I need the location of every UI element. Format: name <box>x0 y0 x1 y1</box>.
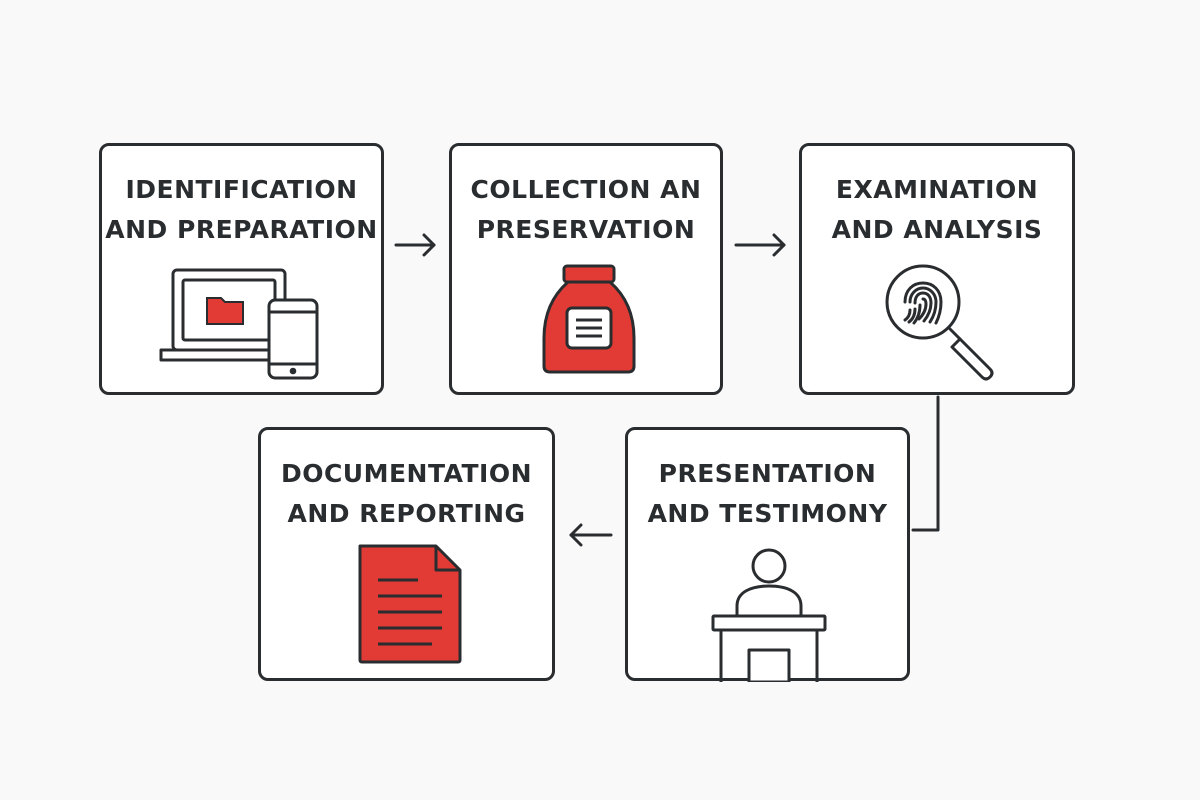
step-collection-preservation: COLLECTION AN PRESERVATION <box>449 143 723 395</box>
step-identification-preparation: IDENTIFICATION AND PREPARATION <box>99 143 384 395</box>
evidence-bag-icon <box>542 264 636 374</box>
step-title: PRESENTATION AND TESTIMONY <box>647 459 888 528</box>
step-title: DOCUMENTATION AND REPORTING <box>280 459 533 528</box>
step-examination-analysis: EXAMINATION AND ANALYSIS <box>799 143 1075 395</box>
arrow-1-to-2 <box>394 233 436 257</box>
step-presentation-testimony: PRESENTATION AND TESTIMONY <box>625 427 910 682</box>
step-title: EXAMINATION AND ANALYSIS <box>831 175 1043 244</box>
connector-3-to-4 <box>911 395 940 532</box>
witness-stand-icon <box>711 548 827 682</box>
step-title: COLLECTION AN PRESERVATION <box>470 175 702 244</box>
step-title: IDENTIFICATION AND PREPARATION <box>105 175 378 244</box>
report-document-icon <box>358 544 462 664</box>
laptop-phone-folder-icon <box>159 268 319 380</box>
fingerprint-magnifier-icon <box>885 264 994 381</box>
arrow-2-to-3 <box>734 233 786 257</box>
step-documentation-reporting: DOCUMENTATION AND REPORTING <box>258 427 555 681</box>
arrow-4-to-5 <box>569 523 613 547</box>
